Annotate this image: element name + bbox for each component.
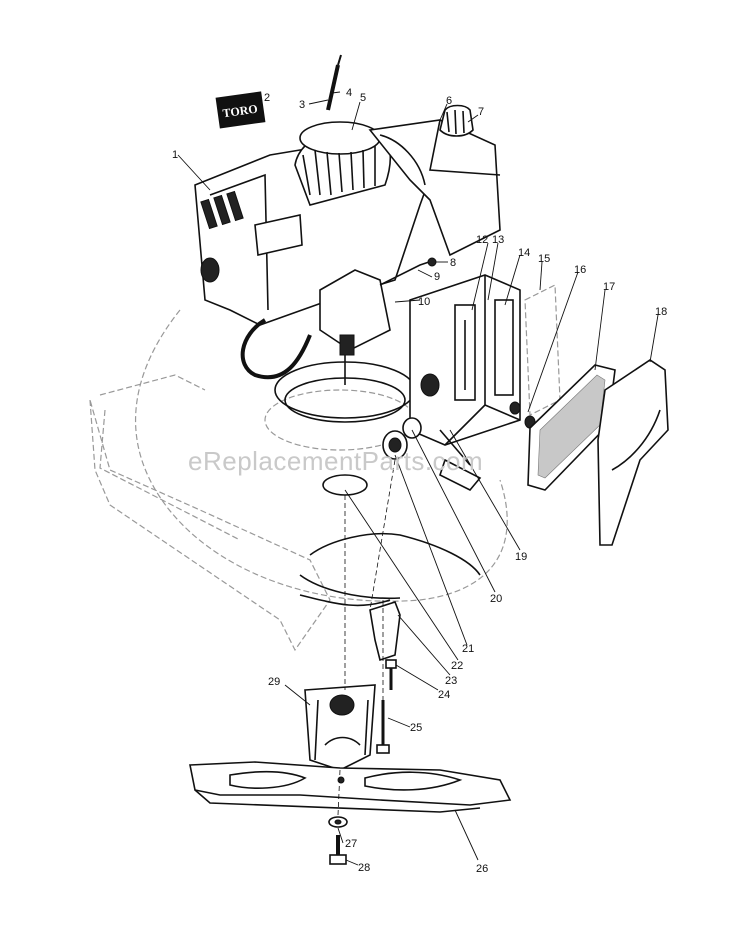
blade (189, 761, 512, 813)
bolt-24 (385, 659, 397, 690)
callout-16: 16 (574, 264, 586, 276)
blade-bracket (299, 594, 401, 662)
callout-13: 13 (492, 234, 504, 246)
callout-2: 2 (264, 92, 270, 104)
callout-4: 4 (346, 87, 352, 99)
spacer-parts (382, 417, 422, 460)
callout-28: 28 (358, 862, 370, 874)
blade-adapter (304, 684, 376, 771)
bolt-25 (376, 700, 390, 754)
air-cleaner-assembly (409, 274, 669, 546)
spark-plug (326, 54, 342, 111)
callout-27: 27 (345, 838, 357, 850)
callout-23: 23 (445, 675, 457, 687)
callout-26: 26 (476, 863, 488, 875)
callout-9: 9 (434, 271, 440, 283)
starter-ribs (302, 146, 376, 196)
engine-assembly (194, 104, 501, 496)
blade-bolt (328, 816, 348, 865)
callout-21: 21 (462, 643, 474, 655)
watermark: eReplacementParts.com (188, 446, 483, 476)
callout-17: 17 (603, 281, 615, 293)
callout-5: 5 (360, 92, 366, 104)
callout-14: 14 (518, 247, 530, 259)
callout-8: 8 (450, 257, 456, 269)
callout-20: 20 (490, 593, 502, 605)
callout-15: 15 (538, 253, 550, 265)
toro-logo-text: TORO (222, 102, 259, 121)
toro-decal: TORO (215, 91, 266, 129)
alignment-lines (337, 459, 396, 816)
leader-lines (177, 91, 659, 866)
callout-labels: 1 2 3 4 5 6 7 8 9 10 12 13 14 15 16 17 1… (172, 87, 667, 875)
callout-29: 29 (268, 676, 280, 688)
callout-6: 6 (446, 95, 452, 107)
callout-12: 12 (476, 234, 488, 246)
callout-3: 3 (299, 99, 305, 111)
callout-22: 22 (451, 660, 463, 672)
callout-18: 18 (655, 306, 667, 318)
callout-19: 19 (515, 551, 527, 563)
callout-7: 7 (478, 106, 484, 118)
callout-10: 10 (418, 296, 430, 308)
callout-1: 1 (172, 149, 178, 161)
mower-deck (89, 309, 508, 652)
callout-24: 24 (438, 689, 450, 701)
callout-25: 25 (410, 722, 422, 734)
